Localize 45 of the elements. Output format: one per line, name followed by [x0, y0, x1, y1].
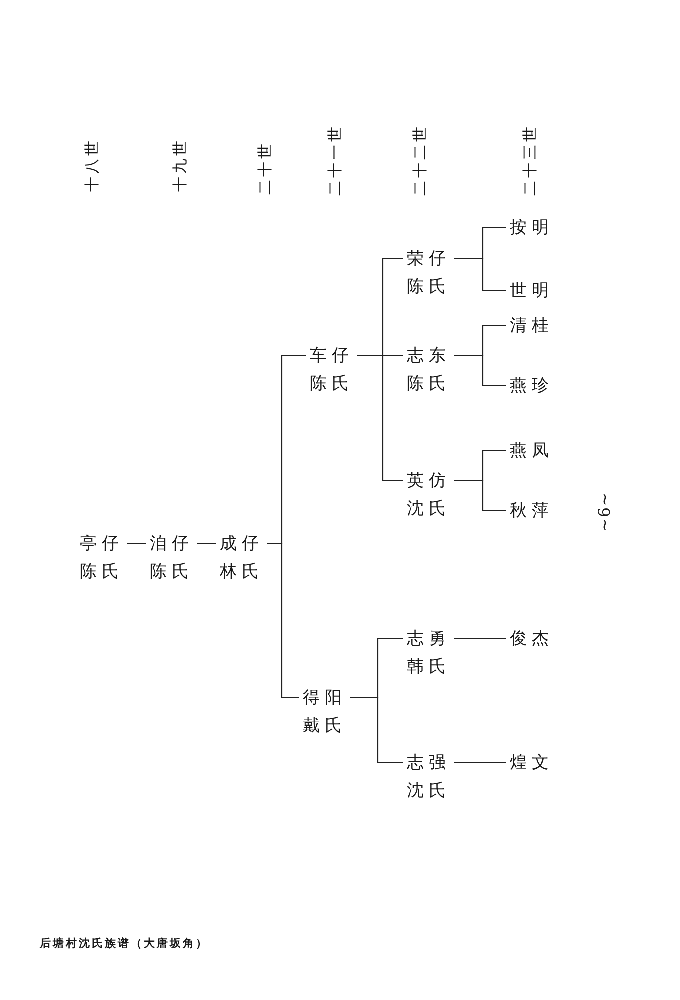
spouse-name: 陈氏	[407, 278, 451, 296]
connector-line	[454, 480, 506, 512]
person-name: 志勇	[407, 630, 451, 648]
spouse-name: 沈氏	[407, 782, 451, 800]
person-name: 燕珍	[510, 377, 554, 395]
spouse-name: 戴氏	[303, 717, 347, 735]
person-name: 清桂	[510, 317, 554, 335]
person-name: 俊杰	[510, 630, 554, 648]
spouse-name: 林氏	[220, 563, 264, 581]
person-name: 世明	[510, 282, 554, 300]
generation-label: 二十一世	[327, 124, 343, 196]
connector-line	[267, 543, 299, 699]
generation-label: 二十三世	[522, 124, 538, 196]
generation-label: 十八世	[84, 138, 100, 192]
connector-line	[197, 543, 216, 545]
page-number: ~6~	[597, 492, 613, 532]
spouse-name: 陈氏	[80, 563, 124, 581]
person-name: 亭仔	[80, 535, 124, 553]
person-name: 志强	[407, 754, 451, 772]
connector-line	[454, 762, 506, 764]
spouse-name: 沈氏	[407, 500, 451, 518]
person-name: 煌文	[510, 754, 554, 772]
person-name: 得阳	[303, 689, 347, 707]
generation-label: 二十二世	[412, 124, 428, 196]
generation-label: 十九世	[172, 138, 188, 192]
spouse-name: 韩氏	[407, 658, 451, 676]
person-name: 燕凤	[510, 442, 554, 460]
connector-line	[127, 543, 146, 545]
person-name: 车仔	[310, 347, 354, 365]
person-name: 成仔	[220, 535, 264, 553]
person-name: 秋萍	[510, 502, 554, 520]
person-name: 荣仔	[407, 250, 451, 268]
spouse-name: 陈氏	[407, 375, 451, 393]
book-title: 后塘村沈氏族谱（大唐坂角）	[40, 936, 209, 951]
spouse-name: 陈氏	[310, 375, 354, 393]
connector-line	[454, 355, 506, 387]
connector-line	[454, 638, 506, 640]
connector-line	[454, 258, 506, 292]
connector-line	[357, 355, 403, 482]
spouse-name: 陈氏	[150, 563, 194, 581]
generation-label: 二十世	[257, 141, 273, 195]
person-name: 洎仔	[150, 535, 194, 553]
person-name: 英仿	[407, 472, 451, 490]
person-name: 志东	[407, 347, 451, 365]
person-name: 按明	[510, 219, 554, 237]
